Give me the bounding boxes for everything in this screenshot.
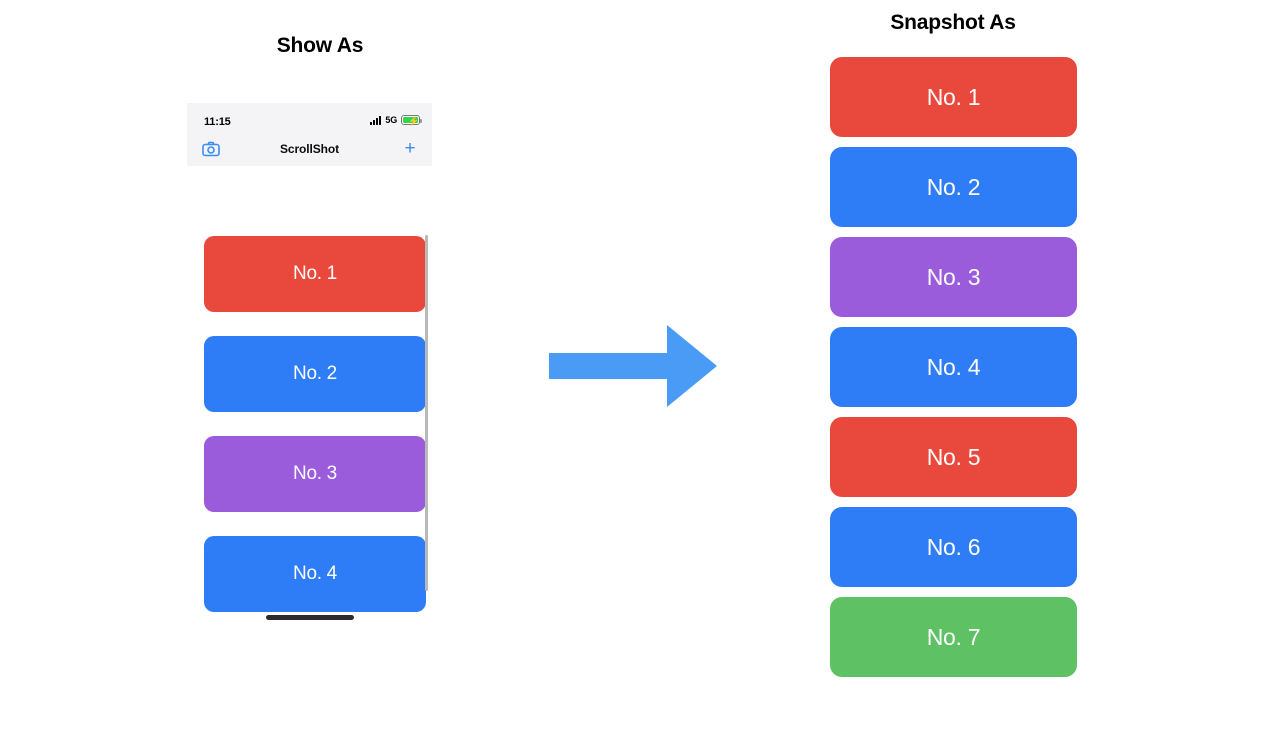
- snapshot-card-label: No. 3: [926, 263, 981, 290]
- snapshot-card-label: No. 1: [926, 83, 981, 110]
- app-nav-bar: ScrollShot +: [187, 133, 432, 166]
- snapshot-card-list: No. 1 No. 2 No. 3 No. 4 No. 5 No. 6 No. 7: [830, 57, 1077, 677]
- snapshot-card-label: No. 6: [926, 533, 981, 560]
- snapshot-card[interactable]: No. 1: [830, 57, 1077, 137]
- status-time: 11:15: [204, 116, 231, 128]
- snapshot-card[interactable]: No. 3: [830, 237, 1077, 317]
- phone-card-label: No. 2: [293, 363, 337, 384]
- snapshot-card-label: No. 7: [926, 623, 981, 650]
- phone-card[interactable]: No. 1: [204, 236, 426, 312]
- vertical-scrollbar[interactable]: [425, 235, 428, 591]
- camera-icon[interactable]: [202, 141, 220, 157]
- battery-charging-icon: ⚡: [401, 115, 422, 126]
- snapshot-as-heading: Snapshot As: [890, 11, 1016, 34]
- phone-card[interactable]: No. 2: [204, 336, 426, 412]
- phone-card[interactable]: No. 4: [204, 536, 426, 612]
- app-title: ScrollShot: [279, 142, 339, 156]
- phone-card-label: No. 4: [293, 563, 337, 584]
- phone-card-label: No. 3: [293, 463, 337, 484]
- snapshot-card[interactable]: No. 7: [830, 597, 1077, 677]
- snapshot-card-label: No. 5: [926, 443, 981, 470]
- phone-mockup: 11:15 5G ⚡: [187, 103, 432, 628]
- phone-card-label: No. 1: [293, 263, 337, 284]
- status-bar: 11:15 5G ⚡: [187, 103, 432, 133]
- phone-chrome: 11:15 5G ⚡: [187, 103, 432, 166]
- status-indicators: 5G ⚡: [370, 115, 422, 126]
- network-type-label: 5G: [385, 115, 397, 125]
- right-arrow-icon: [549, 325, 717, 407]
- snapshot-card[interactable]: No. 2: [830, 147, 1077, 227]
- snapshot-card[interactable]: No. 5: [830, 417, 1077, 497]
- show-as-heading: Show As: [276, 34, 364, 57]
- snapshot-card-label: No. 2: [926, 173, 981, 200]
- phone-scroll-area[interactable]: No. 1No. 2No. 3No. 4No. 5No. 6: [187, 166, 432, 628]
- snapshot-card-label: No. 4: [926, 353, 981, 380]
- cellular-signal-icon: [370, 115, 382, 125]
- home-indicator: [265, 615, 354, 620]
- plus-icon[interactable]: +: [404, 138, 416, 159]
- snapshot-card[interactable]: No. 4: [830, 327, 1077, 407]
- phone-card[interactable]: No. 3: [204, 436, 426, 512]
- snapshot-card[interactable]: No. 6: [830, 507, 1077, 587]
